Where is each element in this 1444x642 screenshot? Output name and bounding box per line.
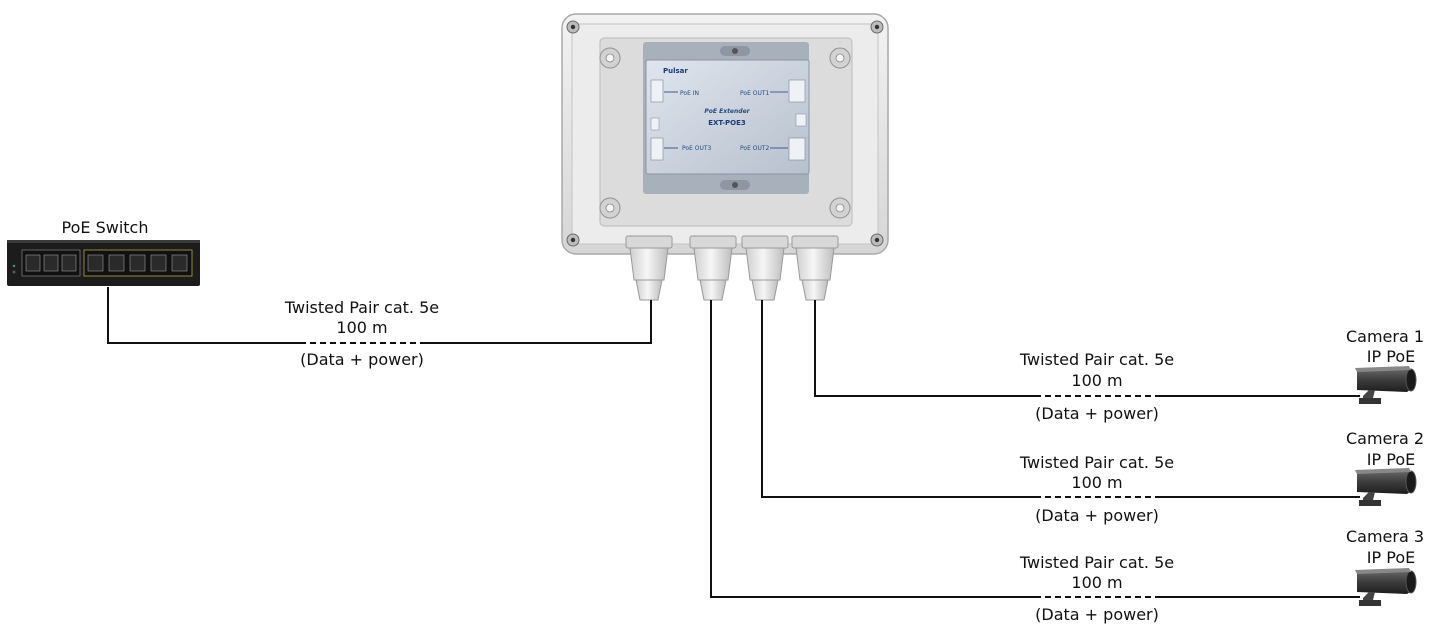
module-brand: Pulsar — [663, 67, 688, 75]
camera-1-icon — [1355, 366, 1416, 404]
svg-text:100 m: 100 m — [336, 318, 387, 337]
camera-3-type: IP PoE — [1367, 548, 1415, 567]
svg-text:Twisted Pair cat. 5e: Twisted Pair cat. 5e — [1019, 350, 1174, 369]
camera-2-name: Camera 2 — [1346, 429, 1424, 448]
link-label-3: Twisted Pair cat. 5e 100 m (Data + power… — [1019, 453, 1174, 525]
camera-2-type: IP PoE — [1367, 450, 1415, 469]
switch-ports — [13, 250, 193, 276]
svg-text:(Data + power): (Data + power) — [1035, 404, 1159, 423]
port-out1-label: PoE OUT1 — [740, 90, 770, 97]
svg-text:100 m: 100 m — [1071, 473, 1122, 492]
cable-out2 — [762, 300, 1035, 497]
gland-out1 — [792, 236, 838, 300]
gland-in — [626, 236, 672, 300]
switch-title: PoE Switch — [62, 218, 149, 237]
link-label-1: Twisted Pair cat. 5e 100 m (Data + power… — [284, 298, 439, 369]
camera-3: Camera 3 IP PoE — [1346, 527, 1424, 606]
port-out3-label: PoE OUT3 — [682, 145, 712, 152]
extender-enclosure: Pulsar PoE IN PoE OUT1 PoE Extender EXT-… — [562, 14, 888, 300]
svg-text:Twisted Pair cat. 5e: Twisted Pair cat. 5e — [284, 298, 439, 317]
link-label-4: Twisted Pair cat. 5e 100 m (Data + power… — [1019, 553, 1174, 624]
svg-text:100 m: 100 m — [1071, 573, 1122, 592]
cable-out3 — [711, 300, 1035, 597]
port-in-label: PoE IN — [680, 90, 699, 97]
gland-out2 — [742, 236, 788, 300]
cable-in — [108, 287, 300, 343]
svg-text:(Data + power): (Data + power) — [1035, 506, 1159, 525]
extender-module: Pulsar PoE IN PoE OUT1 PoE Extender EXT-… — [643, 42, 809, 194]
module-product-line: PoE Extender — [704, 108, 750, 115]
camera-2: Camera 2 IP PoE — [1346, 429, 1424, 506]
camera-2-icon — [1355, 468, 1416, 506]
camera-1: Camera 1 IP PoE — [1346, 327, 1424, 404]
cable-out1 — [815, 300, 1035, 396]
gland-out3 — [690, 236, 736, 300]
poe-switch: PoE Switch — [7, 218, 200, 286]
camera-1-type: IP PoE — [1367, 347, 1415, 366]
cable-glands — [626, 236, 838, 300]
link-label-2: Twisted Pair cat. 5e 100 m (Data + power… — [1019, 350, 1174, 423]
port-out2-label: PoE OUT2 — [740, 145, 770, 152]
module-model: EXT-POE3 — [708, 119, 746, 127]
camera-3-name: Camera 3 — [1346, 527, 1424, 546]
svg-text:(Data + power): (Data + power) — [300, 350, 424, 369]
camera-1-name: Camera 1 — [1346, 327, 1424, 346]
cable-lines — [108, 287, 1360, 597]
camera-3-icon — [1355, 568, 1416, 606]
svg-text:Twisted Pair cat. 5e: Twisted Pair cat. 5e — [1019, 453, 1174, 472]
svg-text:Twisted Pair cat. 5e: Twisted Pair cat. 5e — [1019, 553, 1174, 572]
svg-text:(Data + power): (Data + power) — [1035, 605, 1159, 624]
svg-text:100 m: 100 m — [1071, 371, 1122, 390]
module-faceplate — [646, 60, 809, 174]
